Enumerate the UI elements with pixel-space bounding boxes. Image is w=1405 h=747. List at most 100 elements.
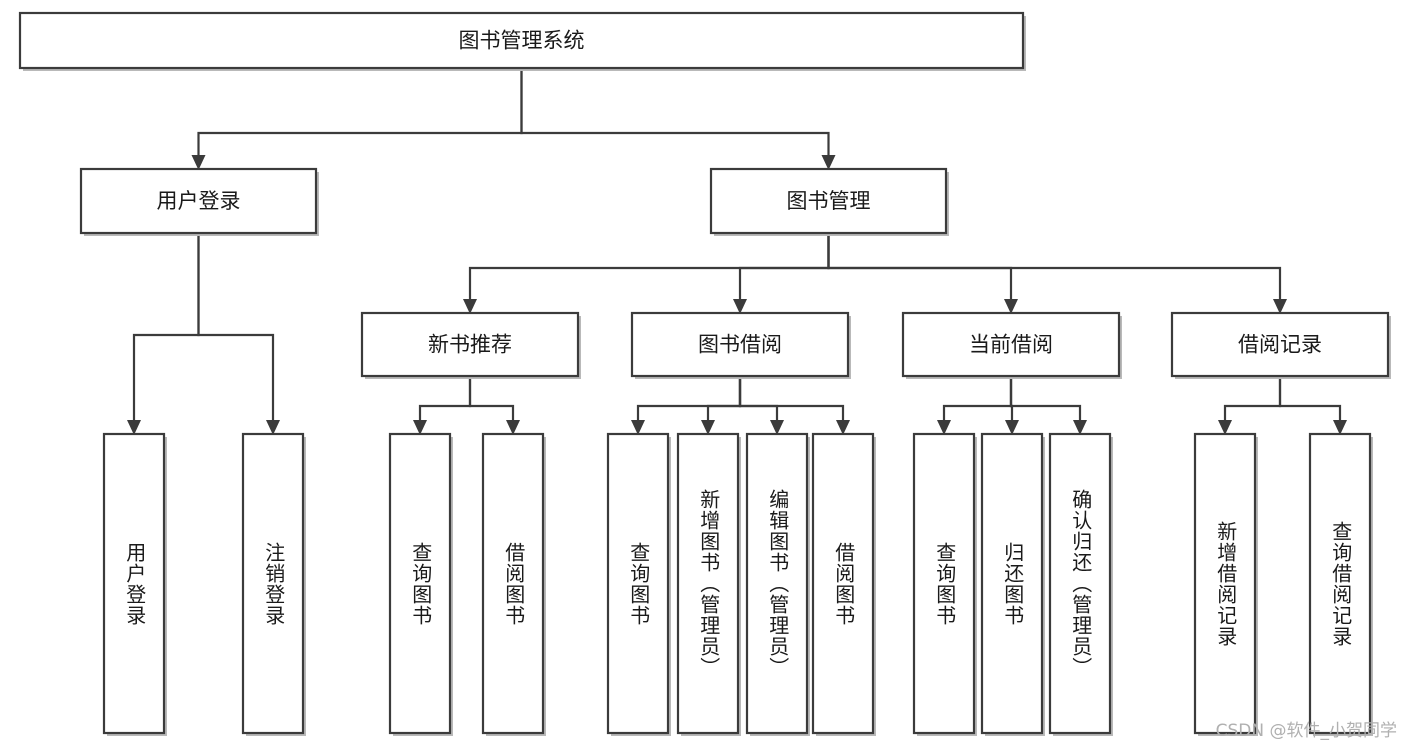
node-label: 图书借阅 (698, 333, 782, 357)
connector-user-login-to-leaf-user-login (127, 231, 200, 435)
node-rect[interactable] (676, 432, 740, 735)
arrow-head-icon (1073, 420, 1087, 435)
node-rect[interactable] (1308, 432, 1372, 735)
arrow-head-icon (1218, 420, 1232, 435)
node-leaf-confirm-return[interactable] (1048, 432, 1113, 736)
arrow-head-icon (836, 420, 850, 435)
node-root[interactable]: 图书管理系统 (18, 11, 1026, 71)
connector-line (1278, 374, 1342, 425)
connector-line (132, 231, 200, 425)
connector-line (706, 374, 742, 425)
node-book-borrow[interactable]: 图书借阅 (630, 311, 851, 379)
connector-borrow-record-to-leaf-query-record (1278, 374, 1347, 435)
node-rect[interactable] (745, 432, 809, 735)
connector-line (738, 374, 845, 425)
arrow-head-icon (733, 299, 747, 314)
node-rect[interactable] (912, 432, 976, 735)
connector-book-borrow-to-leaf-borrow-book-2 (738, 374, 850, 435)
arrow-head-icon (191, 155, 206, 170)
node-leaf-query-record[interactable] (1308, 432, 1373, 736)
node-leaf-return-book[interactable] (980, 432, 1045, 736)
node-rect[interactable] (901, 311, 1121, 378)
node-user-login[interactable]: 用户登录 (79, 167, 319, 236)
node-rect[interactable] (709, 167, 948, 235)
connector-book-manage-to-borrow-record (827, 231, 1287, 314)
arrow-head-icon (266, 420, 280, 435)
node-rect[interactable] (241, 432, 305, 735)
connector-current-borrow-to-leaf-query-book-3 (937, 374, 1013, 435)
connector-line (1009, 374, 1082, 425)
arrow-head-icon (937, 420, 951, 435)
connector-line (418, 374, 472, 425)
node-label: 借阅记录 (1238, 333, 1322, 357)
arrow-head-icon (1004, 299, 1018, 314)
node-leaf-add-record[interactable] (1193, 432, 1258, 736)
arrow-head-icon (413, 420, 427, 435)
arrow-head-icon (1333, 420, 1347, 435)
node-borrow-record[interactable]: 借阅记录 (1170, 311, 1391, 379)
node-label: 当前借阅 (969, 333, 1053, 357)
arrow-head-icon (701, 420, 715, 435)
connector-user-login-to-leaf-logout (197, 231, 280, 435)
connector-line (468, 374, 515, 425)
node-current-borrow[interactable]: 当前借阅 (901, 311, 1122, 379)
node-rect[interactable] (630, 311, 850, 378)
node-leaf-query-book-2[interactable] (606, 432, 671, 736)
node-leaf-edit-book[interactable] (745, 432, 810, 736)
arrow-head-icon (631, 420, 645, 435)
node-book-manage[interactable]: 图书管理 (709, 167, 949, 236)
node-rect[interactable] (360, 311, 580, 378)
connector-line (827, 231, 1282, 304)
connector-root-to-user-login (191, 66, 523, 170)
node-rect[interactable] (980, 432, 1044, 735)
connector-book-manage-to-current-borrow (827, 231, 1018, 314)
arrow-head-icon (463, 299, 477, 314)
connector-line (738, 231, 830, 304)
node-rect[interactable] (18, 11, 1025, 70)
node-leaf-logout[interactable] (241, 432, 306, 736)
node-leaf-borrow-book-1[interactable] (481, 432, 546, 736)
arrow-head-icon (127, 420, 141, 435)
connector-line (942, 374, 1013, 425)
node-leaf-query-book-1[interactable] (388, 432, 453, 736)
node-rect[interactable] (388, 432, 452, 735)
connector-borrow-record-to-leaf-add-record (1218, 374, 1282, 435)
node-leaf-user-login[interactable] (102, 432, 167, 736)
node-rect[interactable] (1170, 311, 1390, 378)
node-leaf-query-book-3[interactable] (912, 432, 977, 736)
edge-layer (127, 66, 1347, 435)
node-rect[interactable] (1193, 432, 1257, 735)
node-label: 图书管理 (787, 189, 871, 213)
arrow-head-icon (821, 155, 836, 170)
connector-line (197, 231, 275, 425)
connector-root-to-book-manage (520, 66, 836, 170)
arrow-head-icon (1273, 299, 1287, 314)
connector-new-book-rec-to-leaf-borrow-book-1 (468, 374, 520, 435)
watermark-text: CSDN @软件_小贺同学 (1215, 721, 1397, 741)
node-rect[interactable] (1048, 432, 1112, 735)
node-leaf-borrow-book-2[interactable] (811, 432, 876, 736)
connector-line (520, 66, 830, 160)
node-rect[interactable] (79, 167, 318, 235)
node-leaf-add-book[interactable] (676, 432, 741, 736)
connector-line (738, 374, 779, 425)
node-label: 图书管理系统 (459, 29, 585, 53)
arrow-head-icon (506, 420, 520, 435)
node-label: 用户登录 (157, 189, 241, 213)
node-rect[interactable] (481, 432, 545, 735)
node-new-book-rec[interactable]: 新书推荐 (360, 311, 581, 379)
connector-line (1223, 374, 1282, 425)
arrow-head-icon (770, 420, 784, 435)
node-rect[interactable] (606, 432, 670, 735)
connector-current-borrow-to-leaf-confirm-return (1009, 374, 1087, 435)
connector-line (197, 66, 523, 160)
arrow-head-icon (1005, 420, 1019, 435)
node-rect[interactable] (811, 432, 875, 735)
node-rect[interactable] (102, 432, 166, 735)
connector-book-manage-to-new-book-rec (463, 231, 830, 314)
connector-new-book-rec-to-leaf-query-book-1 (413, 374, 472, 435)
connector-book-manage-to-book-borrow (733, 231, 830, 314)
